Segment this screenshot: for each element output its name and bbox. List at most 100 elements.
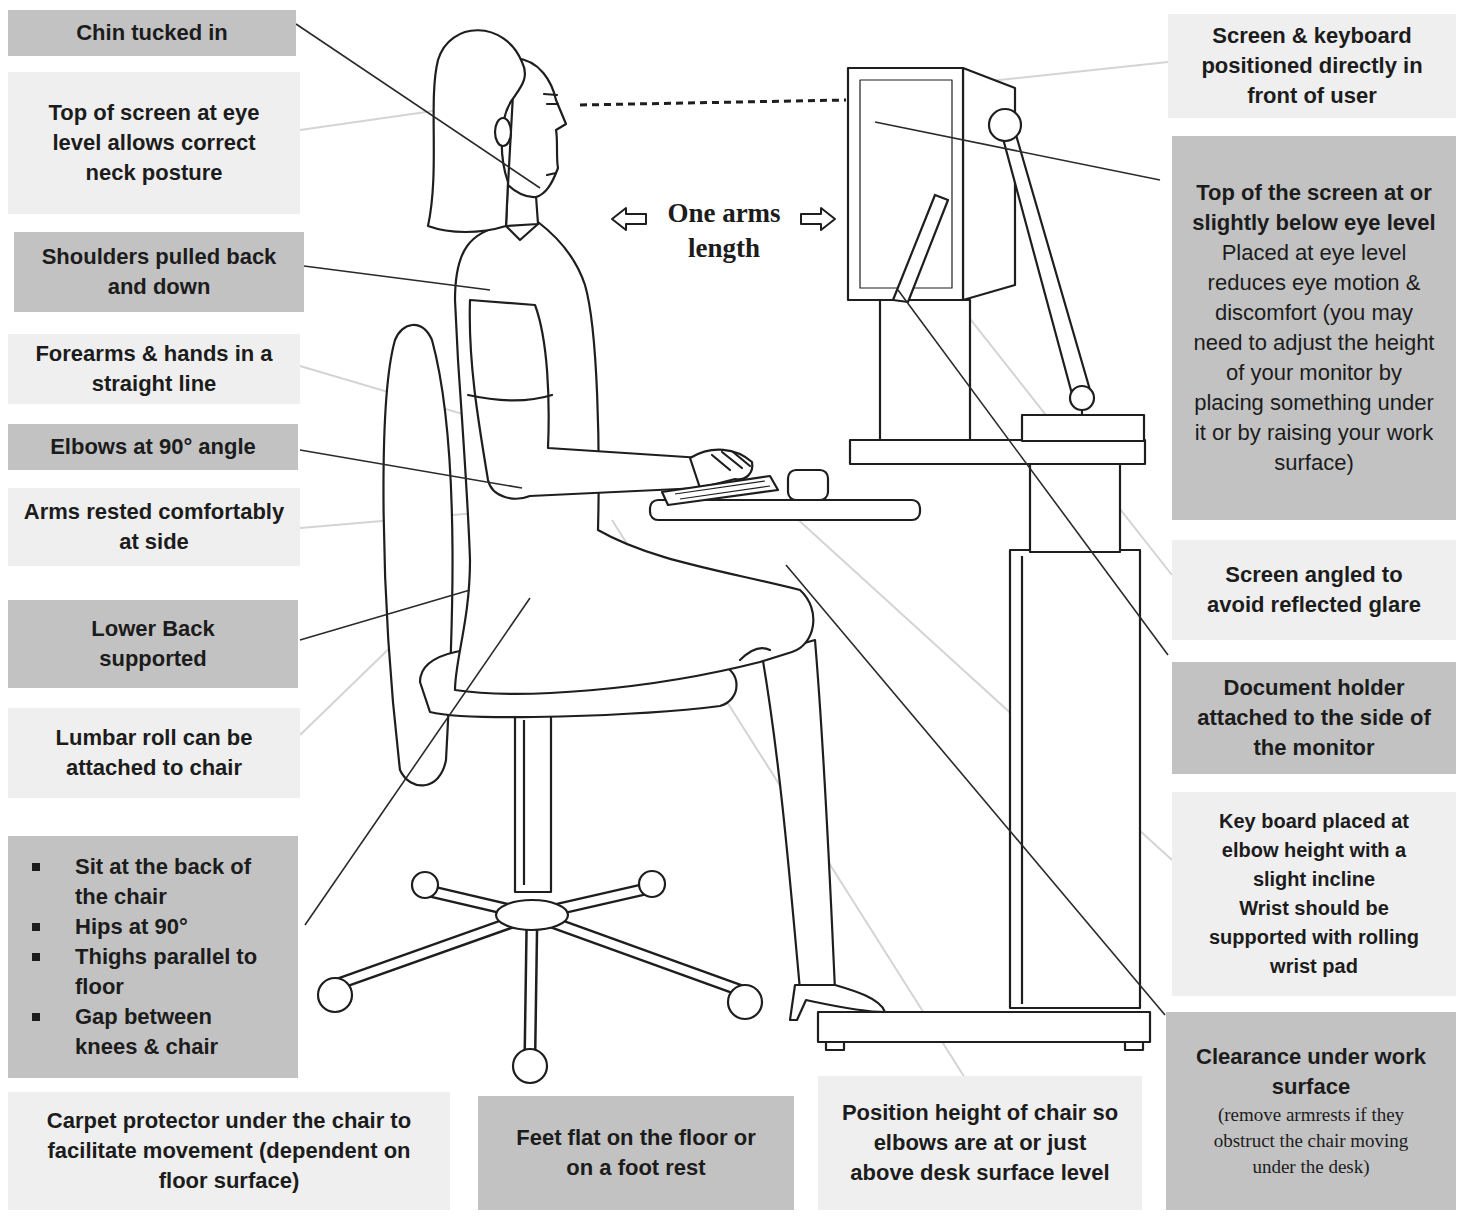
callout-body: Placed at eye level reduces eye motion &… xyxy=(1189,238,1439,478)
chair xyxy=(335,915,532,985)
workstation xyxy=(675,481,770,499)
bullet-item: Hips at 90° xyxy=(75,912,188,942)
seated-person xyxy=(712,452,750,470)
light-callout-box: Key board placed at elbow height with a … xyxy=(1172,792,1456,996)
callout-text: Feet flat on the floor or on a foot rest xyxy=(500,1123,772,1183)
light-callout-box: Arms rested comfortably at side xyxy=(8,488,300,566)
callout-text: Screen angled to avoid reflected glare xyxy=(1199,560,1429,620)
shaded-callout-box: Document holder attached to the side of … xyxy=(1172,662,1456,774)
light-callout-box: Top of screen at eye level allows correc… xyxy=(8,72,300,214)
workstation xyxy=(848,68,963,300)
light-callout-box: Forearms & hands in a straight line xyxy=(8,334,300,404)
leader-line xyxy=(304,266,490,290)
workstation xyxy=(1030,462,1120,552)
leader-line xyxy=(875,122,1160,180)
chair xyxy=(412,872,438,898)
callout-text: Chin tucked in xyxy=(76,18,228,48)
shaded-callout-box: Clearance under work surface(remove armr… xyxy=(1166,1012,1456,1210)
callout-body: (remove armrests if they obstruct the ch… xyxy=(1191,1102,1431,1180)
light-callout-box: Screen & keyboard positioned directly in… xyxy=(1168,14,1456,118)
chair xyxy=(530,915,532,1050)
workstation xyxy=(963,68,1015,300)
workstation xyxy=(788,470,828,500)
dimension-label: One arms length xyxy=(650,196,798,266)
seated-person xyxy=(468,395,552,400)
workstation xyxy=(1022,415,1144,441)
shaded-callout-box: Chin tucked in xyxy=(8,10,296,56)
eye-line xyxy=(580,100,846,105)
arm-length-arrows xyxy=(801,208,835,230)
leader-line xyxy=(898,290,1168,655)
seated-person xyxy=(428,30,885,1020)
workstation xyxy=(1125,1042,1143,1050)
callout-text: Position height of chair so elbows are a… xyxy=(839,1098,1121,1188)
seated-person xyxy=(495,118,511,146)
callout-text: Lower Back supported xyxy=(53,614,253,674)
callout-text: Lumbar roll can be attached to chair xyxy=(23,723,285,783)
workstation xyxy=(1010,550,1140,1008)
light-callout-box: Position height of chair so elbows are a… xyxy=(818,1076,1142,1210)
seated-person xyxy=(762,640,835,990)
light-callout-box: Carpet protector under the chair to faci… xyxy=(8,1092,450,1210)
workstation xyxy=(850,440,1145,464)
workstation xyxy=(893,195,948,302)
chair xyxy=(728,985,762,1019)
leader-line xyxy=(300,450,522,488)
chair xyxy=(335,915,532,985)
seated-person xyxy=(544,94,558,175)
workstation xyxy=(998,120,1090,394)
workstation xyxy=(1021,556,1023,1004)
shaded-callout-box: Sit at the back of the chairHips at 90°T… xyxy=(8,836,298,1078)
chair xyxy=(532,915,745,992)
chair xyxy=(523,720,525,885)
shaded-callout-box: Shoulders pulled back and down xyxy=(14,232,304,312)
callout-text: Elbows at 90° angle xyxy=(50,432,256,462)
leader-line xyxy=(305,598,530,925)
callout-body: Wrist should be supported with rolling w… xyxy=(1194,894,1434,981)
callout-text: Clearance under work surface xyxy=(1191,1042,1431,1102)
leader-line xyxy=(300,590,470,640)
arm-length-arrows xyxy=(612,208,646,230)
seated-person xyxy=(455,222,813,694)
leader-line xyxy=(296,24,540,188)
seated-person xyxy=(506,224,538,240)
chair xyxy=(532,915,745,992)
shaded-callout-box: Feet flat on the floor or on a foot rest xyxy=(478,1096,794,1210)
callout-text: Shoulders pulled back and down xyxy=(39,242,279,302)
shaded-callout-box: Lower Back supported xyxy=(8,600,298,688)
bullet-item: Sit at the back of the chair xyxy=(75,852,260,912)
seated-person xyxy=(740,648,770,660)
chair xyxy=(318,978,352,1012)
chair xyxy=(515,712,551,892)
light-callout-box: Lumbar roll can be attached to chair xyxy=(8,708,300,798)
callout-text: Top of screen at eye level allows correc… xyxy=(44,98,264,188)
workstation xyxy=(860,80,952,288)
seated-person xyxy=(428,30,525,232)
callout-text: Forearms & hands in a straight line xyxy=(23,339,285,399)
workstation xyxy=(650,68,1150,1050)
leader-line xyxy=(786,565,1165,1015)
chair xyxy=(384,325,453,785)
workstation xyxy=(1081,410,1083,415)
callout-text: Screen & keyboard positioned directly in… xyxy=(1181,21,1443,111)
light-callout-box: Screen angled to avoid reflected glare xyxy=(1172,540,1456,640)
callout-text: Carpet protector under the chair to faci… xyxy=(43,1106,415,1196)
bullet-item: Gap between knees & chair xyxy=(75,1002,260,1062)
bullet-item: Thighs parallel to floor xyxy=(75,942,260,1002)
eye-line xyxy=(580,100,846,105)
chair xyxy=(530,915,532,1050)
faint-leader-line xyxy=(300,640,398,735)
workstation xyxy=(818,1012,1150,1042)
workstation xyxy=(989,109,1021,141)
workstation xyxy=(1070,386,1094,410)
callout-text: Document holder attached to the side of … xyxy=(1194,673,1434,763)
callout-text: Key board placed at elbow height with a … xyxy=(1194,807,1434,894)
callout-text: Top of the screen at or slightly below e… xyxy=(1189,178,1439,238)
leader-line xyxy=(296,24,1168,1015)
chair xyxy=(513,1049,547,1083)
chair xyxy=(496,900,568,930)
chair xyxy=(639,871,665,897)
shaded-callout-box: Elbows at 90° angle xyxy=(8,424,298,470)
shaded-callout-box: Top of the screen at or slightly below e… xyxy=(1172,136,1456,520)
